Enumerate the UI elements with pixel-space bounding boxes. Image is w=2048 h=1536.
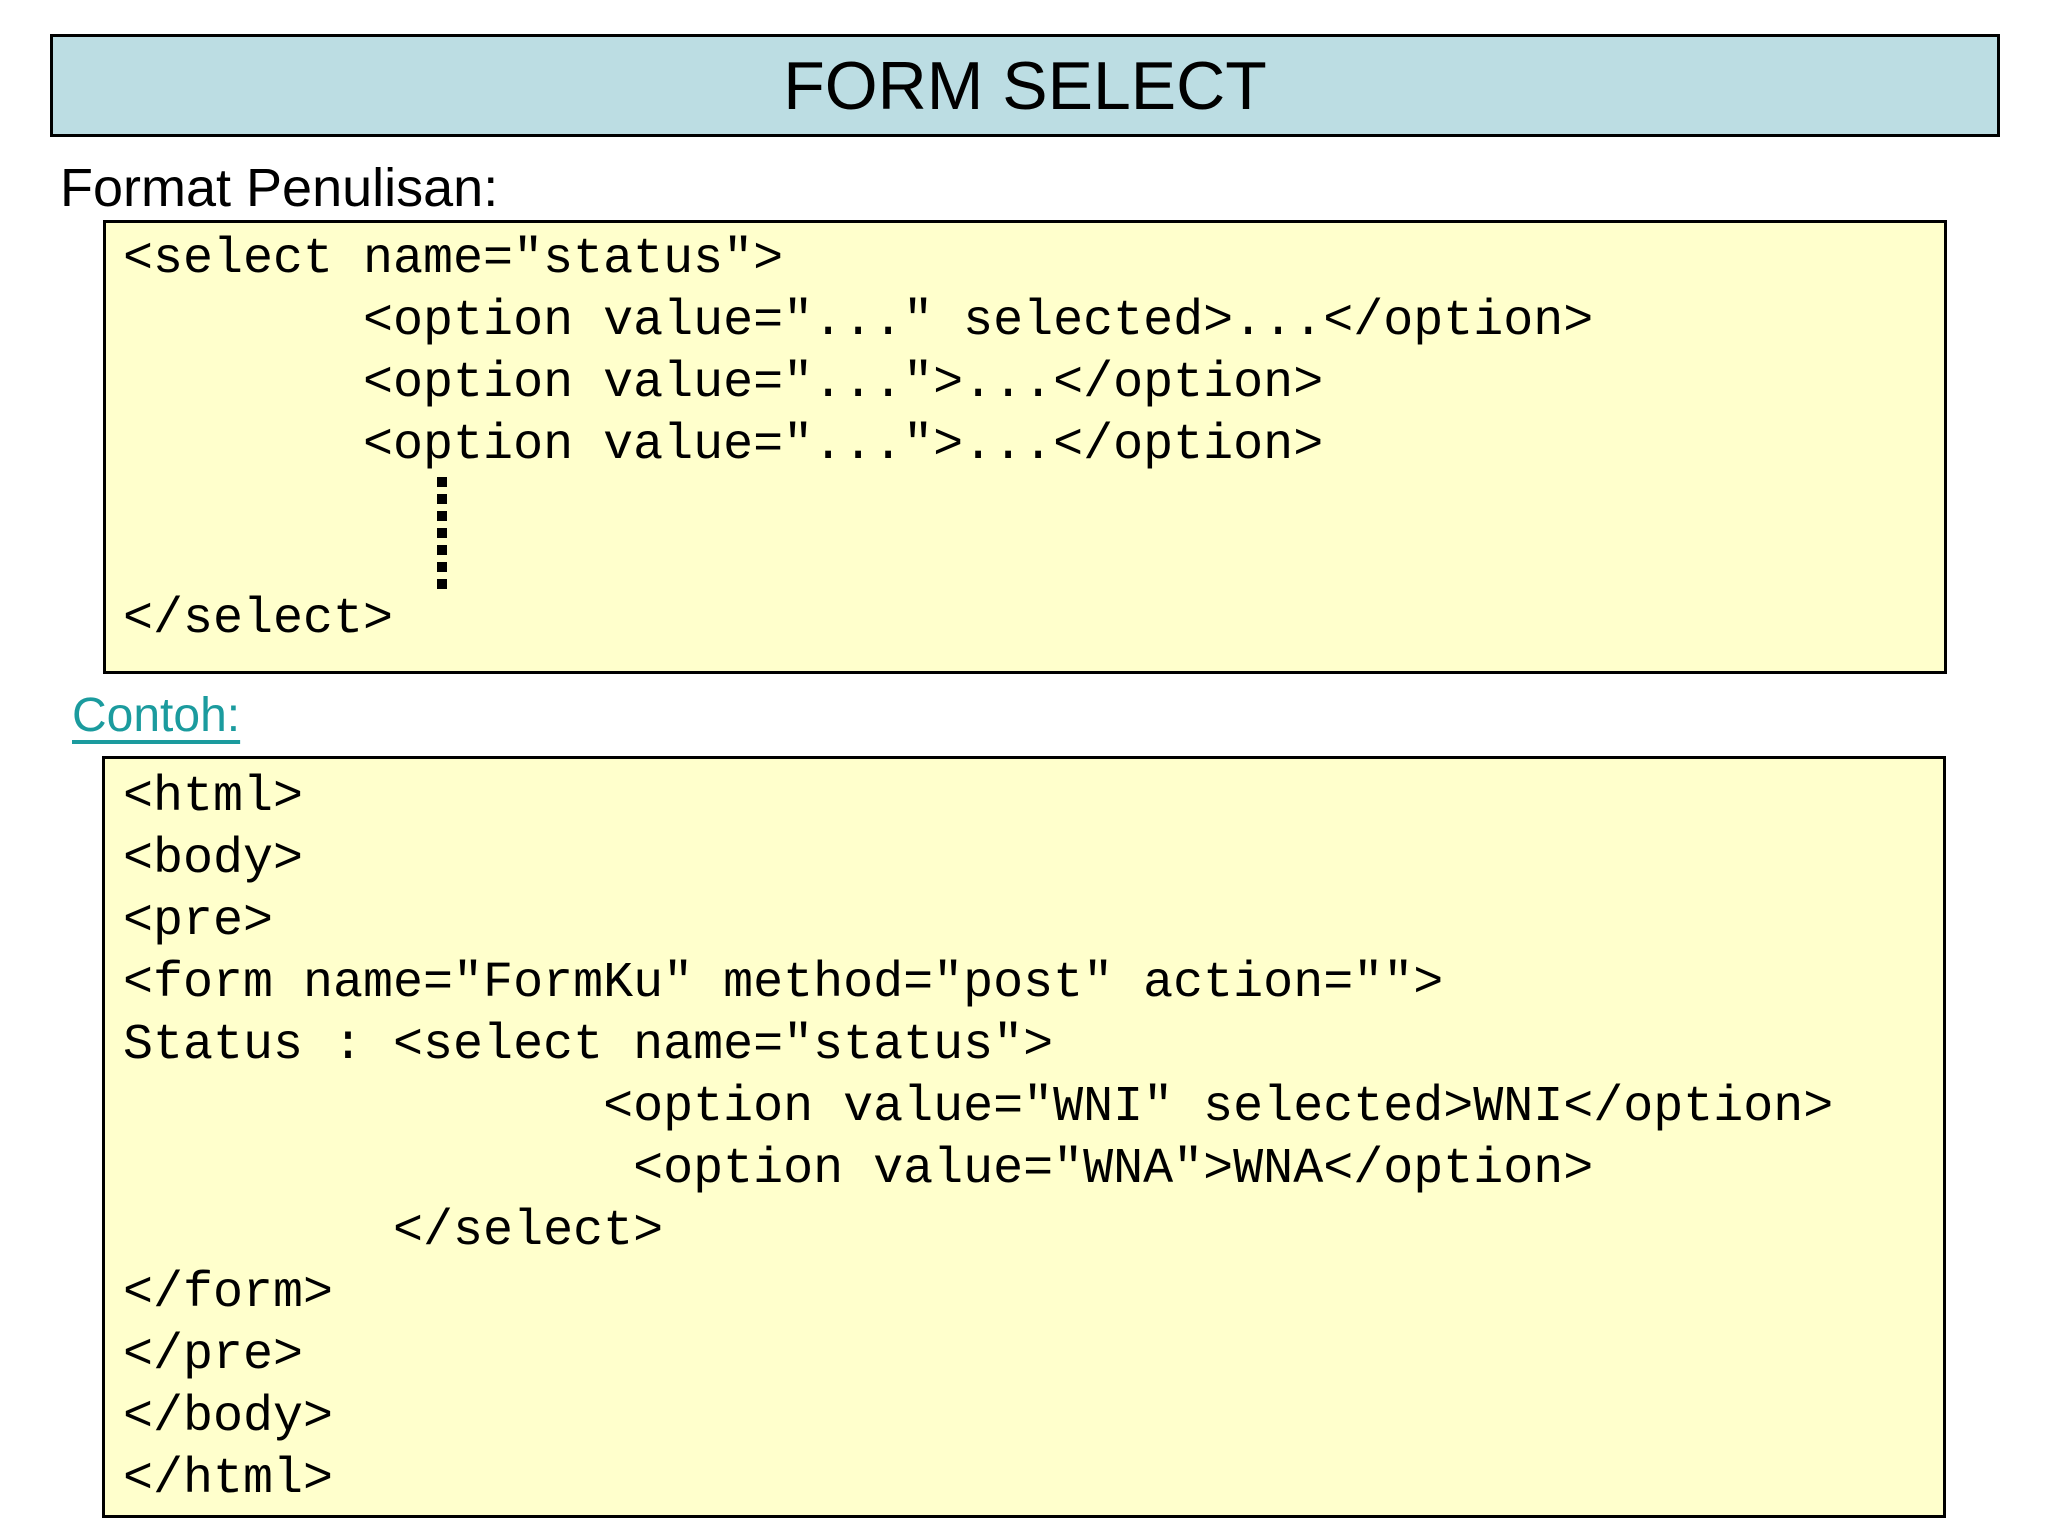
format-code-box: <select name="status"> <option value="..… <box>103 220 1947 674</box>
example-code: <html> <body> <pre> <form name="FormKu" … <box>123 769 1834 1508</box>
title-bar: FORM SELECT <box>50 34 2000 137</box>
contoh-label: Contoh: <box>72 689 241 742</box>
slide-title: FORM SELECT <box>783 47 1267 124</box>
format-code-bottom: </select> <box>123 591 394 648</box>
vertical-ellipsis-icon <box>437 477 447 589</box>
format-penulisan-label: Format Penulisan: <box>60 158 499 218</box>
example-code-box: <html> <body> <pre> <form name="FormKu" … <box>102 756 1946 1518</box>
format-code-top: <select name="status"> <option value="..… <box>123 231 1594 474</box>
